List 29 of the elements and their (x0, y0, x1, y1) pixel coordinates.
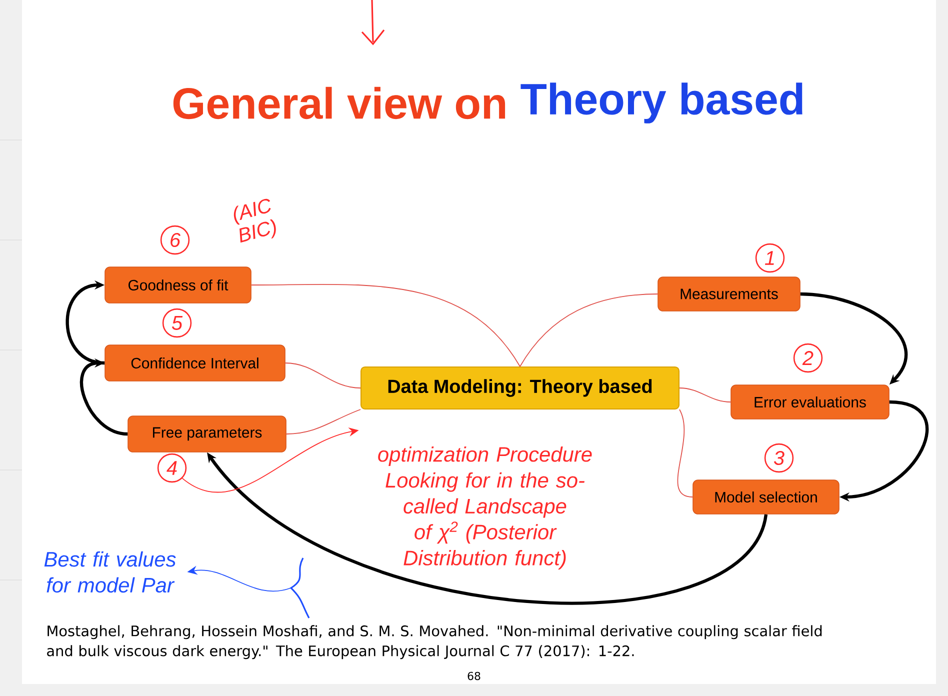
connector-line (284, 362, 361, 388)
title: General view on (173, 86, 506, 120)
handwritten-note: Best fit values for model Par (44, 551, 176, 593)
citation: Mostaghel, Behrang, Hossein Moshafi, and S. M. S. Movahed. "Non-minimal derivative coupling scalar field and bulk viscous dark energy." The European Physical Journal C 77 (2017): 1-22. (47, 625, 822, 660)
bracket (290, 558, 310, 618)
process-box: Error evaluations (730, 384, 890, 420)
connector-line (677, 409, 694, 498)
circled-number: 2 (793, 343, 823, 373)
process-box: Goodness of fit (104, 266, 252, 304)
connector-line (286, 409, 361, 434)
title: Theory based (520, 82, 802, 124)
connector-line (520, 294, 658, 367)
arrow (66, 280, 105, 365)
connector-line (250, 284, 520, 367)
process-box: Measurements (658, 276, 800, 312)
circled-number: 6 (160, 225, 190, 255)
circled-number: 4 (157, 453, 187, 483)
arrow (80, 358, 128, 436)
connector-line (679, 388, 732, 402)
circled-number: 1 (755, 243, 785, 273)
topic-box: Data Modeling: Theory based (360, 366, 680, 410)
process-box: Free parameters (128, 416, 286, 452)
handwritten-note: (AIC BIC) (234, 198, 276, 243)
page-number: 68 (468, 672, 480, 680)
circled-number: 3 (764, 443, 794, 473)
process-box: Model selection (692, 480, 840, 514)
process-box: Confidence Interval (104, 344, 286, 382)
handwritten-note: optimization Procedure Looking for in the so-called Landscape of χ$^{2}$ (Posterior Distribution funct) (378, 446, 592, 570)
circled-number: 5 (162, 308, 192, 338)
